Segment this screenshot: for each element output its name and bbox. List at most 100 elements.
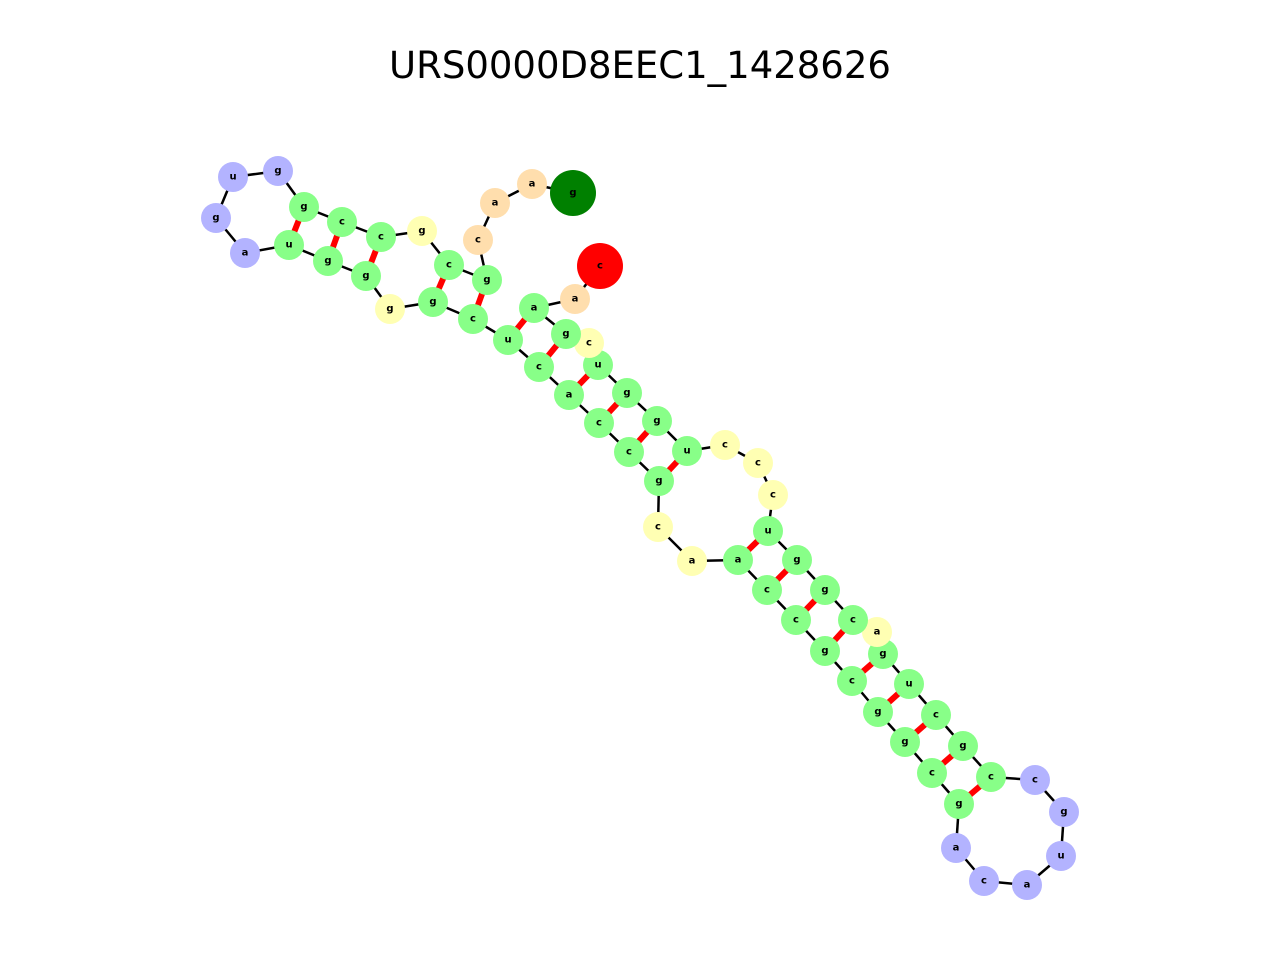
- nucleotide-circle: [743, 448, 773, 478]
- nucleotide-circle: [921, 700, 951, 730]
- nucleotide-node: g: [313, 246, 343, 276]
- nucleotide-node: g: [810, 636, 840, 666]
- nucleotide-label: a: [242, 248, 249, 259]
- nucleotide-circle: [351, 261, 381, 291]
- nucleotide-circle: [643, 512, 673, 542]
- nucleotide-label: c: [981, 876, 987, 887]
- nucleotide-node: c: [969, 866, 999, 896]
- nucleotide-label: g: [879, 649, 886, 660]
- nucleotide-node: g: [944, 789, 974, 819]
- nucleotide-label: g: [569, 188, 576, 199]
- nucleotide-node: g: [890, 727, 920, 757]
- nucleotide-label: c: [722, 440, 728, 451]
- nucleotide-circle: [752, 575, 782, 605]
- nucleotide-label: c: [446, 260, 452, 271]
- nucleotide-label: g: [955, 799, 962, 810]
- nucleotide-circle: [551, 319, 581, 349]
- nucleotide-label: c: [764, 585, 770, 596]
- nucleotide-circle: [723, 545, 753, 575]
- nucleotide-node: a: [517, 169, 547, 199]
- nucleotide-node: g: [642, 406, 672, 436]
- nucleotide-circle: [201, 203, 231, 233]
- nucleotide-label: g: [429, 297, 436, 308]
- nucleotide-node: g: [863, 697, 893, 727]
- nucleotide-node: c: [643, 512, 673, 542]
- nucleotide-node: g: [1049, 797, 1079, 827]
- nucleotide-node: a: [941, 833, 971, 863]
- nucleotide-node: c: [758, 480, 788, 510]
- nucleotide-circle: [810, 575, 840, 605]
- nucleotide-label: g: [793, 555, 800, 566]
- nucleotide-circle: [218, 162, 248, 192]
- nucleotide-circle: [493, 325, 523, 355]
- nucleotide-node: g: [948, 731, 978, 761]
- nucleotide-node: c: [614, 437, 644, 467]
- nucleotide-label: c: [793, 615, 799, 626]
- nucleotide-node: c: [434, 250, 464, 280]
- nucleotide-circle: [1046, 841, 1076, 871]
- nucleotide-label: a: [531, 303, 538, 314]
- nucleotide-node: a: [1012, 870, 1042, 900]
- nucleotide-node: g: [407, 216, 437, 246]
- nucleotide-circle: [948, 731, 978, 761]
- nucleotide-node: a: [554, 380, 584, 410]
- nucleotide-label: u: [683, 446, 690, 457]
- nucleotide-label: u: [764, 526, 771, 537]
- nucleotide-circle: [313, 246, 343, 276]
- nucleotide-label: a: [492, 198, 499, 209]
- nucleotide-node: u: [274, 230, 304, 260]
- nucleotide-circle: [574, 328, 604, 358]
- nucleotide-node: c: [574, 328, 604, 358]
- nucleotide-label: c: [850, 615, 856, 626]
- nucleotide-node: g: [289, 192, 319, 222]
- nucleotide-label: c: [378, 232, 384, 243]
- nucleotide-label: a: [572, 294, 579, 305]
- nucleotide-circle: [434, 250, 464, 280]
- nucleotide-circle: [458, 304, 488, 334]
- nucleotide-label: c: [770, 490, 776, 501]
- nucleotide-circle: [274, 230, 304, 260]
- nucleotide-circle: [614, 437, 644, 467]
- nucleotide-node: g: [782, 545, 812, 575]
- nucleotide-node: c: [917, 758, 947, 788]
- nucleotide-label: c: [933, 710, 939, 721]
- nucleotide-label: g: [300, 202, 307, 213]
- nucleotide-circle: [584, 408, 614, 438]
- nucleotide-circle: [1020, 765, 1050, 795]
- nucleotide-node: a: [519, 293, 549, 323]
- nucleotide-circle: [519, 293, 549, 323]
- nucleotide-label: g: [274, 166, 281, 177]
- nucleotide-label: g: [901, 737, 908, 748]
- nucleotide-label: a: [874, 627, 881, 638]
- nucleotide-circle: [781, 605, 811, 635]
- nucleotide-node: c: [524, 352, 554, 382]
- nucleotide-circle: [407, 216, 437, 246]
- nucleotide-label: g: [1060, 807, 1067, 818]
- nucleotide-label: g: [562, 329, 569, 340]
- nucleotide-circle: [969, 866, 999, 896]
- nucleotide-label: a: [953, 843, 960, 854]
- nucleotide-node: g: [418, 287, 448, 317]
- nucleotide-node: c: [1020, 765, 1050, 795]
- nucleotide-circle: [472, 265, 502, 295]
- nucleotide-circle: [758, 480, 788, 510]
- nucleotide-label: u: [504, 335, 511, 346]
- nucleotide-node: u: [493, 325, 523, 355]
- nucleotide-label: a: [689, 556, 696, 567]
- nucleotide-label: u: [594, 360, 601, 371]
- nucleotide-circle: [418, 287, 448, 317]
- nucleotide-circle: [976, 762, 1006, 792]
- nucleotide-label: c: [597, 261, 603, 272]
- nucleotide-label: c: [929, 768, 935, 779]
- nucleotide-label: c: [626, 447, 632, 458]
- nucleotide-node: a: [560, 284, 590, 314]
- nucleotide-label: c: [1032, 775, 1038, 786]
- nucleotide-node: c: [366, 222, 396, 252]
- nucleotide-label: g: [362, 271, 369, 282]
- nucleotide-circle: [677, 546, 707, 576]
- nucleotide-circle: [480, 188, 510, 218]
- nucleotide-circle: [1049, 797, 1079, 827]
- nucleotide-label: c: [849, 676, 855, 687]
- nucleotide-node: g: [644, 466, 674, 496]
